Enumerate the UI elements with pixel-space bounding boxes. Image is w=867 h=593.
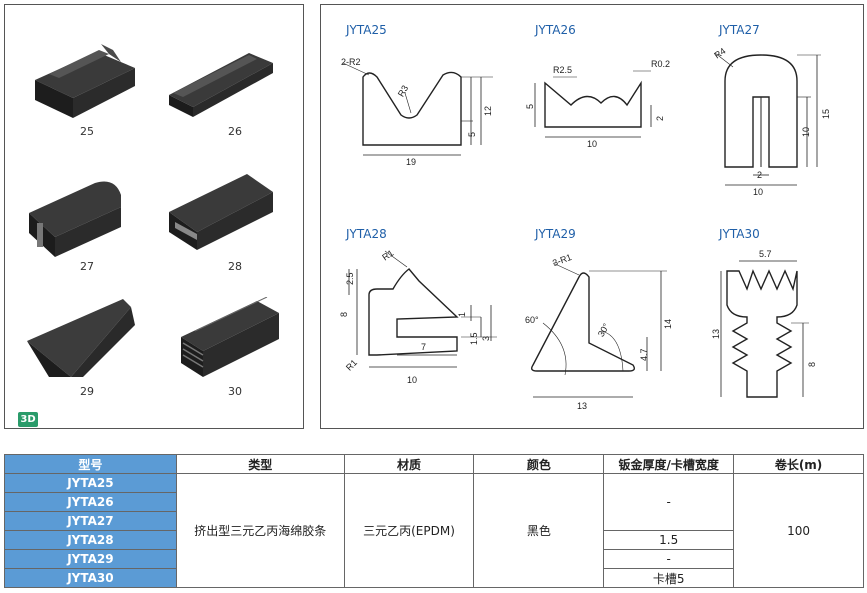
- drawing-jyta29: 3-R1 60° 30° 14 4.7 13: [525, 252, 673, 411]
- jyta28-dim-15: 1.5: [469, 332, 479, 345]
- col-header-thickness: 钣金厚度/卡槽宽度: [603, 454, 735, 474]
- model-cell: JYTA25: [4, 473, 177, 493]
- col-header-model: 型号: [4, 454, 177, 474]
- col-header-type: 类型: [175, 454, 345, 474]
- drawing-jyta27: R4 15 10 2 10: [712, 46, 831, 197]
- model-26-label: 26: [228, 125, 242, 138]
- jyta28-dim-1: 1: [457, 312, 467, 317]
- thickness-cell: 1.5: [603, 530, 735, 550]
- jyta25-dim-r3: R3: [396, 83, 410, 98]
- jyta29-dim-60: 60°: [525, 315, 539, 325]
- model-cell: JYTA30: [4, 568, 177, 588]
- model-25-label: 25: [80, 125, 94, 138]
- roll-length-cell: 100: [733, 473, 864, 588]
- table-row: JYTA27: [4, 511, 864, 531]
- drawing-title-jyta29: JYTA29: [535, 227, 576, 241]
- drawing-jyta28: R1 2.5 8 1 1.5 3 7 10 R1: [339, 248, 497, 385]
- jyta27-dim-10b: 10: [753, 187, 763, 197]
- drawing-title-jyta28: JYTA28: [346, 227, 387, 241]
- jyta25-dim-19: 19: [406, 157, 416, 167]
- model-cell: JYTA26: [4, 492, 177, 512]
- drawing-jyta25: 2-R2 R3 12 5 19: [341, 57, 493, 167]
- jyta26-dim-5: 5: [525, 104, 535, 109]
- model-cell: JYTA29: [4, 549, 177, 569]
- jyta29-dim-13: 13: [577, 401, 587, 411]
- 3d-badge: 3D: [18, 412, 38, 427]
- table-row: JYTA28 1.5: [4, 530, 864, 550]
- col-header-roll-length: 卷长(m): [733, 454, 864, 474]
- thickness-cell: 卡槽5: [603, 568, 735, 588]
- jyta27-dim-2: 2: [757, 170, 762, 180]
- jyta26-dim-2: 2: [655, 116, 665, 121]
- drawings-panel: JYTA25 2-R2 R3 12 5 19 JYTA26 R2.5 R0.2 …: [320, 4, 864, 429]
- table-row: JYTA30 卡槽5: [4, 568, 864, 588]
- model-30-label: 30: [228, 385, 242, 398]
- table-header-row: 型号 类型 材质 颜色 钣金厚度/卡槽宽度 卷长(m): [4, 454, 864, 474]
- jyta28-dim-7: 7: [421, 342, 426, 352]
- jyta25-dim-r2: 2-R2: [341, 57, 361, 67]
- type-cell: 挤出型三元乙丙海绵胶条: [175, 473, 345, 588]
- drawing-title-jyta26: JYTA26: [535, 23, 576, 37]
- col-header-material: 材质: [343, 454, 475, 474]
- drawing-jyta30: 5.7 13 8: [711, 249, 817, 398]
- model-29-image: [23, 297, 143, 379]
- drawing-title-jyta27: JYTA27: [719, 23, 760, 37]
- jyta28-dim-10: 10: [407, 375, 417, 385]
- table-row: JYTA25 挤出型三元乙丙海绵胶条 三元乙丙(EPDM) 黑色 - 100: [4, 473, 864, 588]
- model-30-image: [175, 297, 285, 379]
- thickness-cell: -: [603, 549, 735, 569]
- jyta30-dim-13: 13: [711, 329, 721, 339]
- model-26-image: [165, 45, 277, 120]
- model-28-label: 28: [228, 260, 242, 273]
- jyta30-dim-8: 8: [807, 362, 817, 367]
- model-29-label: 29: [80, 385, 94, 398]
- drawing-title-jyta30: JYTA30: [719, 227, 760, 241]
- jyta25-dim-12: 12: [483, 106, 493, 116]
- col-header-color: 颜色: [473, 454, 605, 474]
- thickness-cell: -: [603, 473, 735, 531]
- material-cell: 三元乙丙(EPDM): [343, 473, 475, 588]
- jyta26-dim-r02: R0.2: [651, 59, 670, 69]
- table-row: JYTA26: [4, 492, 864, 512]
- jyta28-dim-25: 2.5: [345, 272, 355, 285]
- model-27-label: 27: [80, 260, 94, 273]
- jyta26-dim-r25: R2.5: [553, 65, 572, 75]
- jyta26-dim-10: 10: [587, 139, 597, 149]
- model-27-image: [23, 175, 135, 260]
- jyta29-dim-47: 4.7: [639, 348, 649, 361]
- drawing-title-jyta25: JYTA25: [346, 23, 387, 37]
- jyta27-dim-15: 15: [821, 109, 831, 119]
- jyta30-dim-57: 5.7: [759, 249, 772, 259]
- spec-table: 型号 类型 材质 颜色 钣金厚度/卡槽宽度 卷长(m) JYTA25 挤出型三元…: [4, 454, 864, 588]
- 3d-models-panel: 25 26 27 28: [4, 4, 304, 429]
- model-cell: JYTA28: [4, 530, 177, 550]
- jyta28-dim-8: 8: [339, 312, 349, 317]
- jyta27-dim-10: 10: [801, 127, 811, 137]
- drawing-jyta26: R2.5 R0.2 5 2 10: [525, 59, 670, 149]
- model-25-image: [27, 40, 139, 120]
- jyta28-dim-3: 3: [481, 336, 491, 341]
- jyta29-dim-14: 14: [663, 319, 673, 329]
- model-28-image: [163, 170, 278, 255]
- model-cell: JYTA27: [4, 511, 177, 531]
- jyta25-dim-5: 5: [467, 132, 477, 137]
- table-row: JYTA29 -: [4, 549, 864, 569]
- color-cell: 黑色: [473, 473, 605, 588]
